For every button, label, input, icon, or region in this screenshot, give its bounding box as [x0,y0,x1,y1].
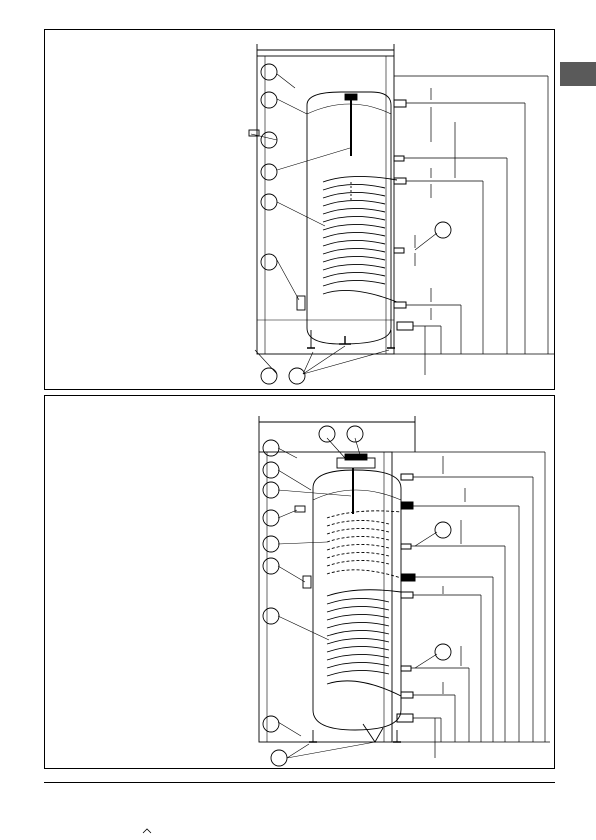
leader-lines [251,74,437,374]
callout-2-2 [263,462,279,478]
callout-1-8 [289,368,305,384]
tank-vessel [307,92,391,344]
callout-2-11 [347,426,363,442]
tank-diagram-1 [45,30,556,391]
pipe-connections [394,100,413,330]
height-dimensions [394,76,555,375]
callout-2-4 [263,510,279,526]
upper-coil [327,511,401,578]
callout-2-6 [263,558,279,574]
callout-1-6 [261,254,277,270]
page-corner-mark [142,828,152,834]
casing-outline [259,452,392,742]
callout-2-3 [263,482,279,498]
sensor-port-top [249,130,259,136]
callout-1-1 [261,64,277,80]
callout-2-7 [263,608,279,624]
top-flange [345,94,357,100]
figure-twin-coil-tank [44,395,555,769]
callout-1-9 [435,222,451,238]
footer-rule [44,782,555,783]
callout-2-5 [263,536,279,552]
callout-1-2 [261,92,277,108]
callout-1-4 [261,164,277,180]
callout-2-9 [271,750,287,766]
sensor-port-mid [303,576,311,588]
callout-2-10 [319,426,335,442]
pipe-connections [397,474,415,722]
callout-2-12 [435,522,451,538]
callout-2-8 [263,716,279,732]
sensor-port-top [295,506,305,512]
callout-1-3 [261,132,277,148]
figure-single-coil-tank [44,29,555,390]
tank-diagram-2 [45,396,556,770]
height-dimensions [392,452,550,758]
callout-1-5 [261,194,277,210]
section-tab [560,62,596,86]
tank-vessel [313,470,401,730]
lower-coil [327,590,401,696]
callout-2-1 [263,440,279,456]
callout-2-13 [435,644,451,660]
callout-1-7 [261,368,277,384]
